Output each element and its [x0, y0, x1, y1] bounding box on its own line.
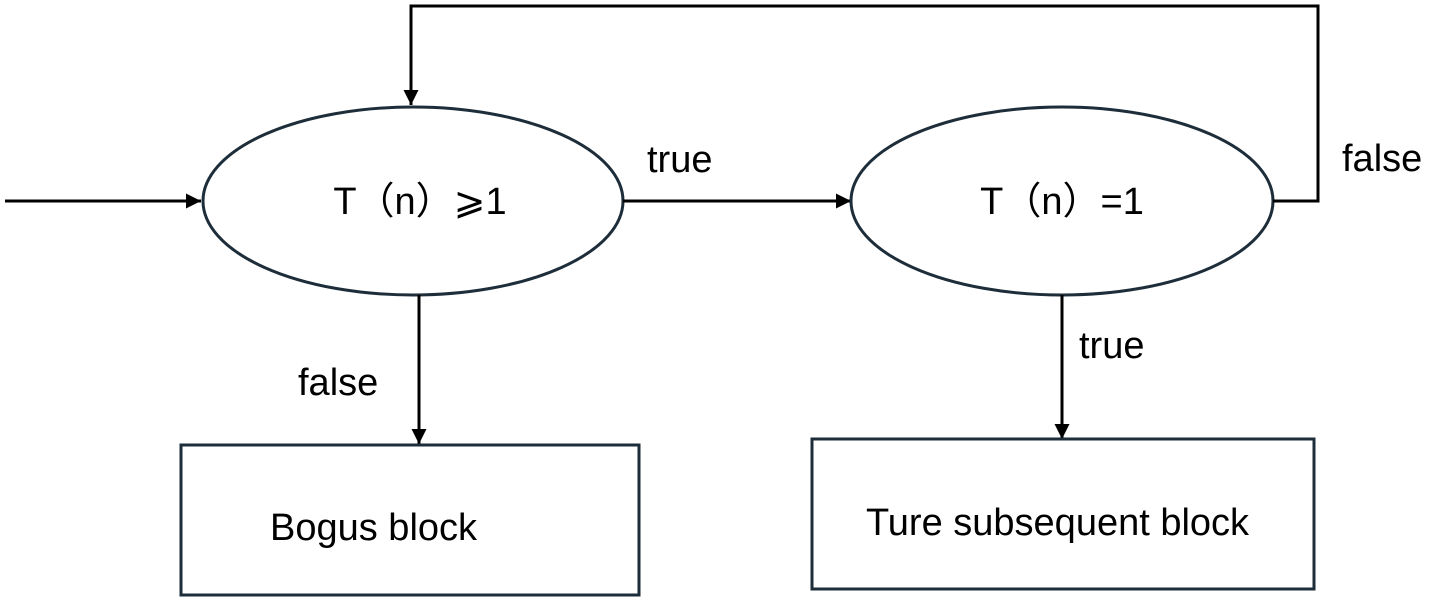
edge-ge-to-eq-label: true: [647, 139, 712, 181]
edge-eq-to-true-block-label: true: [1079, 325, 1144, 367]
bogus-block-label: Bogus block: [270, 507, 478, 549]
edge-ge-to-bogus-label: false: [298, 362, 378, 404]
decision-node-eq-label: T（n）=1: [980, 181, 1144, 223]
true-subsequent-block-node: [810, 437, 1316, 591]
edge-eq-loop-back-label: false: [1342, 138, 1422, 180]
edge-eq-loop-back: [403, 4, 1320, 203]
bogus-block-node: [179, 443, 641, 597]
true-subsequent-block-label: Ture subsequent block: [866, 502, 1250, 544]
decision-node-ge-label: T（n）⩾1: [333, 181, 506, 223]
